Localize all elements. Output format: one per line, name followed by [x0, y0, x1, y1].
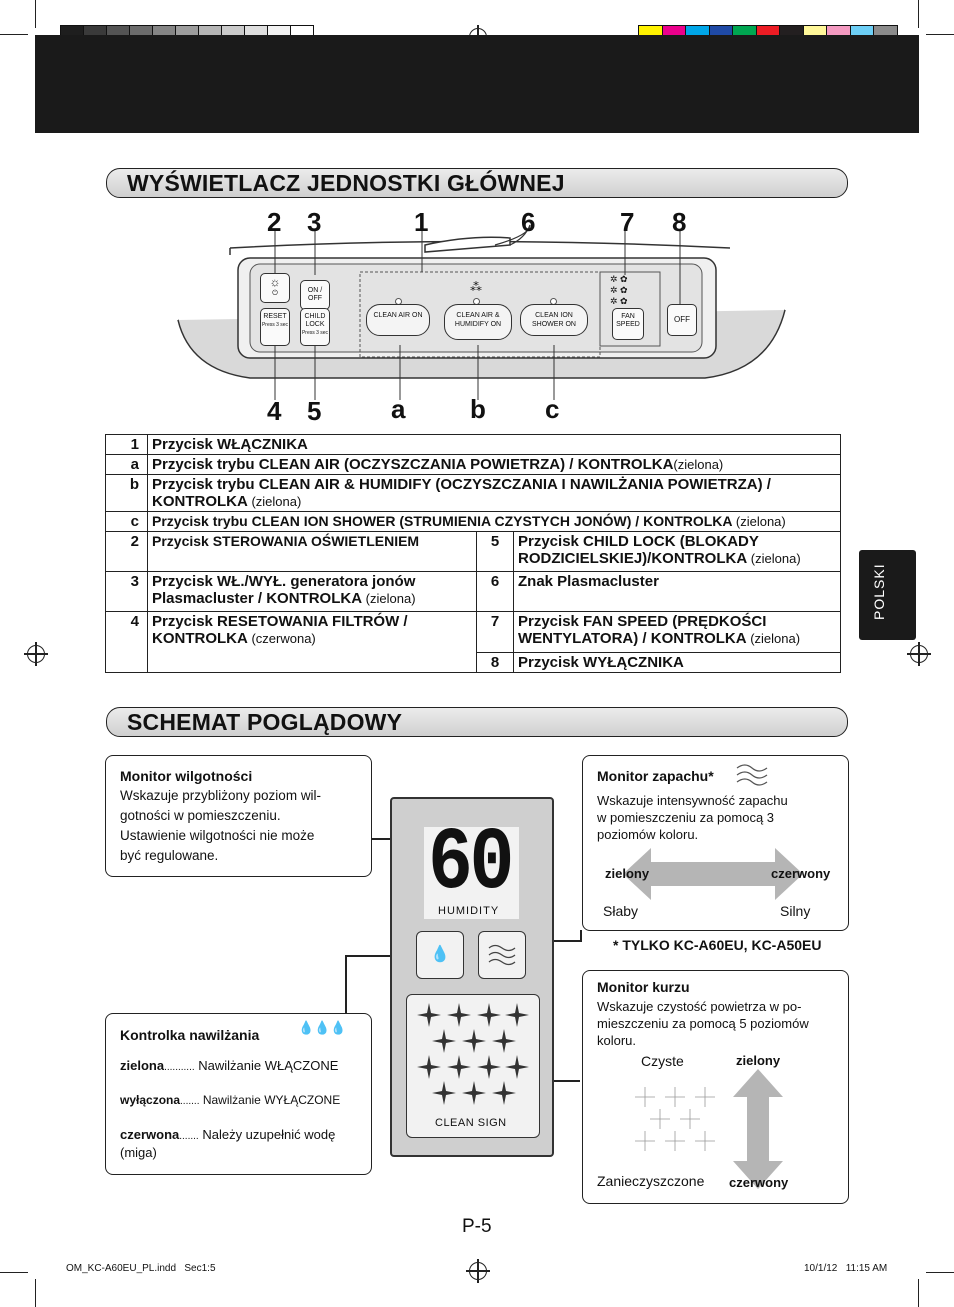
- light-control-button[interactable]: ☼⏻: [260, 273, 290, 303]
- smell-indicator: [478, 931, 526, 979]
- models-note: * TYLKO KC-A60EU, KC-A50EU: [613, 937, 822, 953]
- callout-1: 1: [414, 207, 429, 237]
- table-row: c Przycisk trybu CLEAN ION SHOWER (STRUM…: [105, 511, 841, 532]
- section-header-main-display: WYŚWIETLACZ JEDNOSTKI GŁÓWNEJ: [106, 168, 848, 198]
- sparkle-icon: [633, 1079, 723, 1166]
- table-row: 4 Przycisk RESETOWANIA FILTRÓW / KONTROL…: [105, 611, 841, 673]
- language-tab: POLSKI: [859, 550, 916, 640]
- table-row: 1 Przycisk WŁĄCZNIKA: [105, 434, 841, 455]
- table-row: 3 Przycisk WŁ./WYŁ. generatora jonów Pla…: [105, 571, 841, 612]
- section-header-overview: SCHEMAT POGLĄDOWY: [106, 707, 848, 737]
- humidity-display: 60 HUMIDITY: [424, 815, 519, 919]
- table-row: 8 Przycisk WYŁĄCZNIKA: [106, 652, 841, 673]
- control-panel-display: 60 HUMIDITY 💧: [390, 797, 554, 1157]
- plasmacluster-on-off-button[interactable]: ON / OFF: [300, 280, 330, 310]
- callout-6: 6: [521, 207, 536, 237]
- water-drops-icon: 💧: [430, 946, 450, 963]
- humidify-lamp-box: Kontrolka nawilżania 💧💧💧 zielona........…: [105, 1013, 372, 1175]
- clean-air-humidify-button[interactable]: CLEAN AIR & HUMIDIFY ON: [444, 304, 512, 340]
- callout-5: 5: [307, 396, 322, 426]
- registration-mark-bottom: [466, 1259, 490, 1283]
- table-row: 2 Przycisk STEROWANIA OŚWIETLENIEM 5 Prz…: [105, 531, 841, 572]
- smell-scale-arrow: [623, 844, 803, 909]
- top-black-band: [35, 35, 919, 133]
- plasmacluster-mark-icon: ⁂: [470, 280, 482, 294]
- page-number: P-5: [462, 1216, 492, 1237]
- clean-ion-shower-button[interactable]: CLEAN ION SHOWER ON: [520, 304, 588, 336]
- clean-sign-indicator: CLEAN SIGN: [406, 994, 540, 1138]
- callout-a: a: [391, 394, 406, 424]
- smell-wave-icon: [735, 760, 769, 795]
- footer-file: OM_KC-A60EU_PL.indd Sec1:5: [66, 1263, 216, 1274]
- humidify-lamp-indicator: 💧: [416, 931, 464, 979]
- smell-wave-icon: [488, 944, 516, 966]
- footer-date: 10/1/12 11:15 AM: [804, 1263, 888, 1274]
- section-title: SCHEMAT POGLĄDOWY: [127, 709, 403, 735]
- off-button[interactable]: OFF: [667, 304, 697, 336]
- fan-speed-leds: ✲ ✿✲ ✿✲ ✿: [610, 274, 628, 306]
- water-drops-icon: 💧💧💧: [298, 1020, 347, 1035]
- callout-3: 3: [307, 207, 322, 237]
- callout-7: 7: [620, 207, 635, 237]
- registration-mark-left: [24, 642, 48, 666]
- humidity-monitor-box: Monitor wilgotności Wskazuje przybliżony…: [105, 755, 372, 877]
- controls-table: 1 Przycisk WŁĄCZNIKA a Przycisk trybu CL…: [105, 434, 841, 673]
- registration-mark-right: [907, 642, 931, 666]
- callout-c: c: [545, 394, 560, 424]
- callout-b: b: [470, 394, 486, 424]
- table-row: b Przycisk trybu CLEAN AIR & HUMIDIFY (O…: [105, 474, 841, 512]
- table-row: a Przycisk trybu CLEAN AIR (OCZYSZCZANIA…: [105, 454, 841, 475]
- callout-8: 8: [672, 207, 687, 237]
- bulb-icon: ☼: [269, 275, 281, 289]
- callout-4: 4: [267, 396, 282, 426]
- dust-scale-arrow: [733, 1069, 783, 1194]
- smell-monitor-box: Monitor zapachu* Wskazuje intensywność z…: [582, 755, 849, 931]
- section-title: WYŚWIETLACZ JEDNOSTKI GŁÓWNEJ: [127, 170, 565, 196]
- clean-air-button[interactable]: CLEAN AIR ON: [366, 304, 430, 336]
- sparkle-icon: [417, 1003, 529, 1105]
- fan-speed-button[interactable]: FAN SPEED: [612, 308, 644, 340]
- callout-2: 2: [267, 207, 282, 237]
- dust-monitor-box: Monitor kurzu Wskazuje czystość powietrz…: [582, 970, 849, 1204]
